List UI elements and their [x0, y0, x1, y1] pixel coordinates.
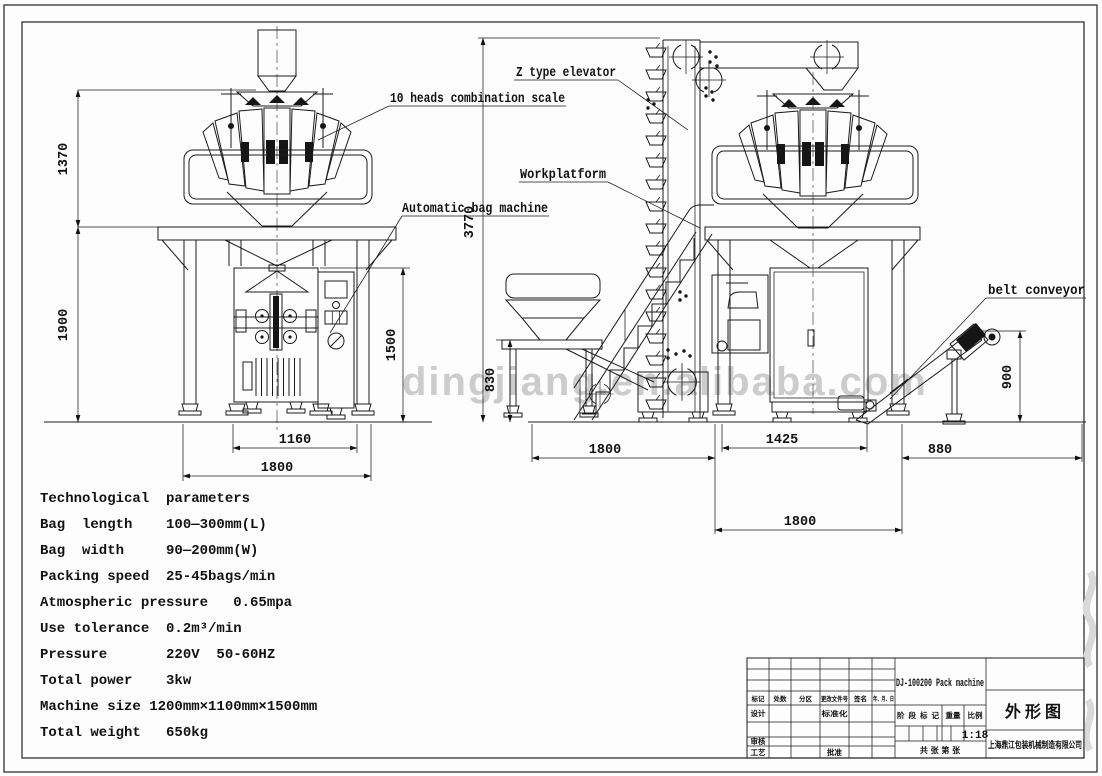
dim-900: 900 [1001, 365, 1016, 389]
dim-3770: 3770 [463, 206, 478, 238]
parameter-row: Use tolerance 0.2m³/min [40, 621, 242, 637]
sheet-frame [3, 4, 1098, 773]
callouts: 10 heads combination scale Automatic bag… [317, 65, 1086, 400]
dim-1800-platform: 1800 [589, 443, 621, 458]
rev-header-sign: 签名 [853, 694, 867, 703]
parameter-row: Pressure 220V 50-60HZ [40, 647, 276, 663]
rev-header-docno: 更改文件号 [821, 694, 848, 703]
rev-header-mark: 标记 [751, 694, 766, 703]
drawing-title: 外形图 [1004, 702, 1065, 721]
title-block: DJ-100200 Pack machine 外形图 上海鼎江包装机械制造有限公… [746, 657, 1085, 759]
parameter-row: Total weight 650kg [40, 725, 209, 741]
discharge-duct [699, 39, 859, 91]
technological-parameters: Technological parameters Bag length 100—… [40, 486, 317, 746]
stage-label: 阶段标记 [897, 710, 940, 720]
control-cabinet [317, 271, 355, 420]
dim-830: 830 [484, 368, 499, 392]
parameter-row: Bag length 100—300mm(L) [40, 517, 267, 533]
left-view-front: 1370 1900 1500 1160 1800 [44, 26, 432, 481]
dim-1500: 1500 [385, 329, 400, 361]
dim-1900: 1900 [57, 309, 72, 341]
callout-z-elevator: Z type elevator [516, 65, 616, 81]
dim-1160: 1160 [279, 433, 311, 448]
parameters-title: Technological parameters [40, 491, 251, 507]
rev-header-zone: 分区 [799, 694, 813, 703]
scale-label: 比例 [968, 710, 983, 720]
dim-1425: 1425 [766, 433, 798, 448]
callout-bag-machine: Automatic bag machine [402, 201, 548, 217]
parameter-row: Machine size 1200mm×1100mm×1500mm [40, 699, 318, 715]
bag-machine [233, 264, 319, 414]
rev-header-count: 处数 [773, 694, 788, 703]
parameter-row: Total power 3kw [40, 673, 192, 689]
multihead-weigher-side [738, 89, 888, 229]
product-code: DJ-100200 Pack machine [896, 678, 984, 690]
role-process: 工艺 [751, 747, 766, 757]
dimensions-left: 1370 1900 1500 1160 1800 [57, 89, 410, 481]
feed-hopper-left [257, 29, 297, 92]
right-view-side: 3770 830 900 1800 1425 880 [463, 37, 1086, 534]
dimensions-right: 3770 830 900 1800 1425 880 [463, 37, 1083, 534]
dim-1370: 1370 [57, 143, 72, 175]
z-elevator [586, 39, 727, 423]
callout-belt-conveyor: belt conveyor [988, 283, 1085, 299]
role-approve: 批准 [827, 747, 842, 757]
parameter-row: Atmospheric pressure 0.65mpa [40, 595, 293, 611]
weight-label: 重量 [946, 710, 961, 720]
dim-1800-base: 1800 [784, 515, 816, 530]
role-check: 审核 [751, 736, 766, 746]
company-name: 上海鼎江包装机械制造有限公司 [988, 739, 1082, 751]
power-knob [327, 332, 345, 350]
staircase [573, 204, 714, 421]
scale-value: 1:18 [962, 730, 989, 742]
door-handle [807, 329, 815, 347]
sheet-count: 共 张 第 张 [920, 745, 961, 755]
rev-header-date: 年、月、日 [873, 695, 894, 703]
frame-left [157, 149, 397, 416]
belt-conveyor [855, 323, 1001, 425]
role-design: 设计 [751, 708, 766, 718]
bagger-cabinet-side [711, 267, 877, 423]
dim-1800-left: 1800 [261, 461, 293, 476]
bolt-dots [646, 50, 719, 360]
parameter-row: Bag width 90—200mm(W) [40, 543, 259, 559]
dim-880: 880 [928, 443, 952, 458]
hmi-screen [324, 280, 348, 299]
feed-hopper-station [501, 273, 655, 418]
callout-combination-scale: 10 heads combination scale [390, 91, 565, 107]
workplatform-structure [704, 145, 921, 416]
parameter-row: Packing speed 25-45bags/min [40, 569, 276, 585]
callout-workplatform: Workplatform [520, 167, 606, 183]
role-standardize: 标准化 [820, 709, 847, 718]
